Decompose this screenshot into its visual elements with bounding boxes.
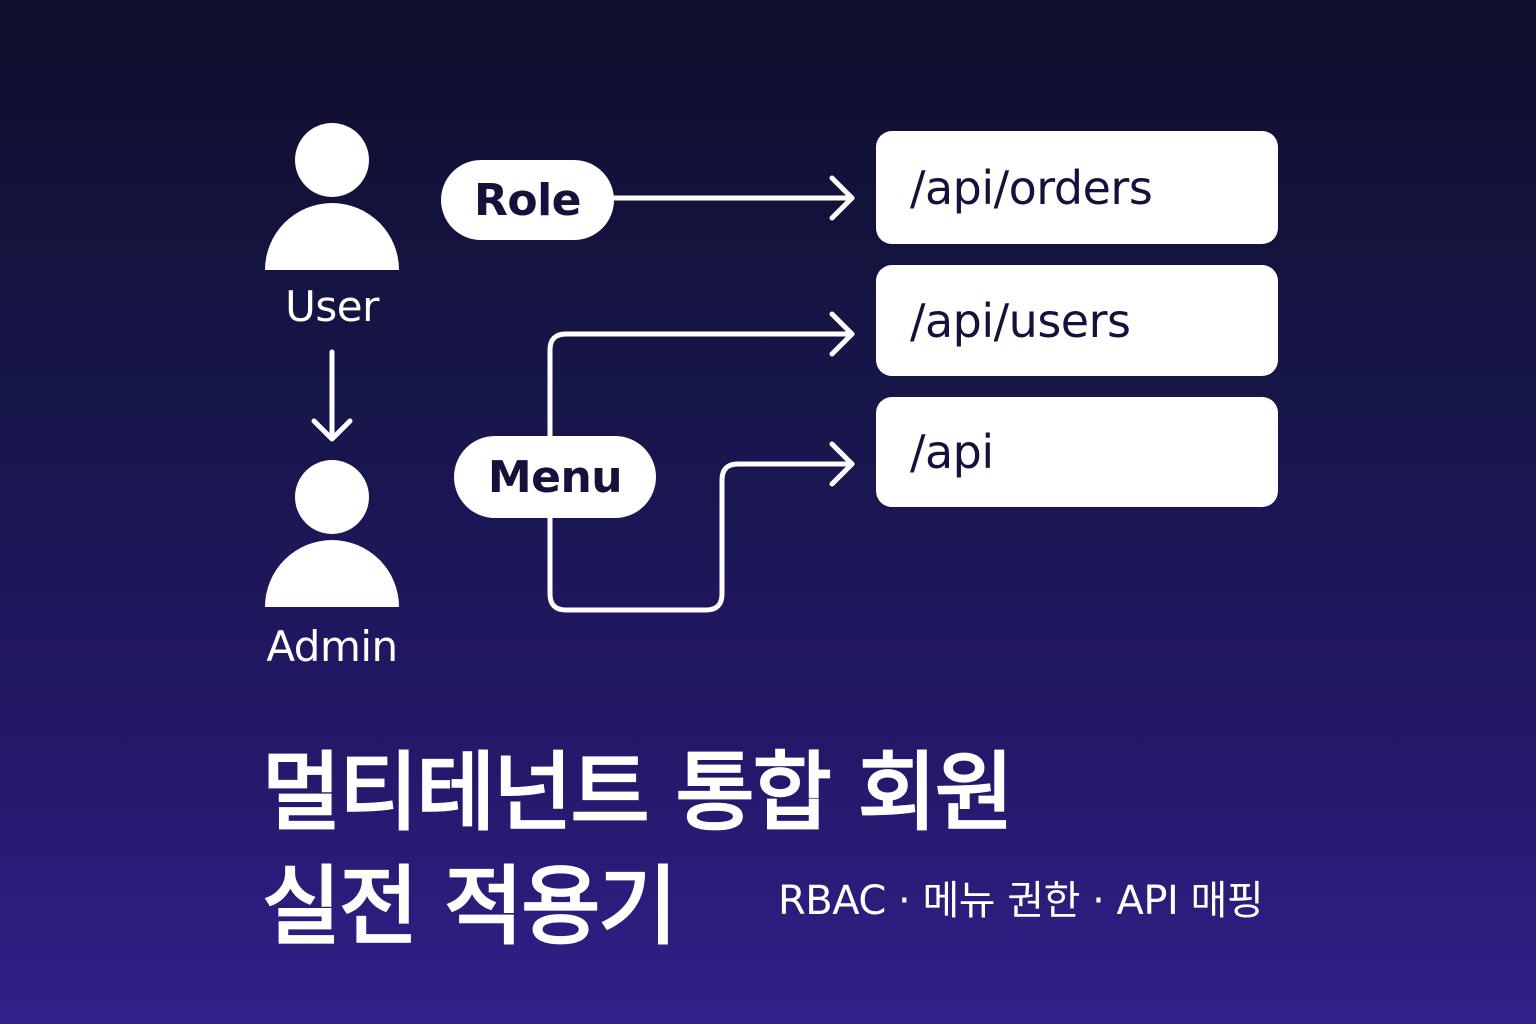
endpoint-api: /api xyxy=(876,397,1278,507)
admin-icon xyxy=(265,460,399,607)
endpoint-users-label: /api/users xyxy=(910,293,1131,348)
user-to-admin-arrow xyxy=(311,349,353,442)
role-node: Role xyxy=(441,160,614,240)
endpoint-orders: /api/orders xyxy=(876,131,1278,244)
role-to-orders-arrow xyxy=(609,175,855,221)
endpoint-users: /api/users xyxy=(876,265,1278,376)
user-icon xyxy=(265,123,399,270)
endpoint-orders-label: /api/orders xyxy=(910,160,1153,215)
endpoint-api-label: /api xyxy=(910,425,994,479)
menu-node: Menu xyxy=(454,436,656,518)
menu-to-api-arrow xyxy=(547,441,855,613)
page-title-line-2: 실전 적용기 xyxy=(262,857,678,957)
menu-to-users-arrow xyxy=(547,311,855,439)
page-title-line-1: 멀티테넌트 통합 회원 xyxy=(262,743,1014,843)
user-label: User xyxy=(285,282,379,331)
page-subtitle: RBAC · 메뉴 권한 · API 매핑 xyxy=(778,878,1264,924)
admin-label: Admin xyxy=(266,622,398,671)
